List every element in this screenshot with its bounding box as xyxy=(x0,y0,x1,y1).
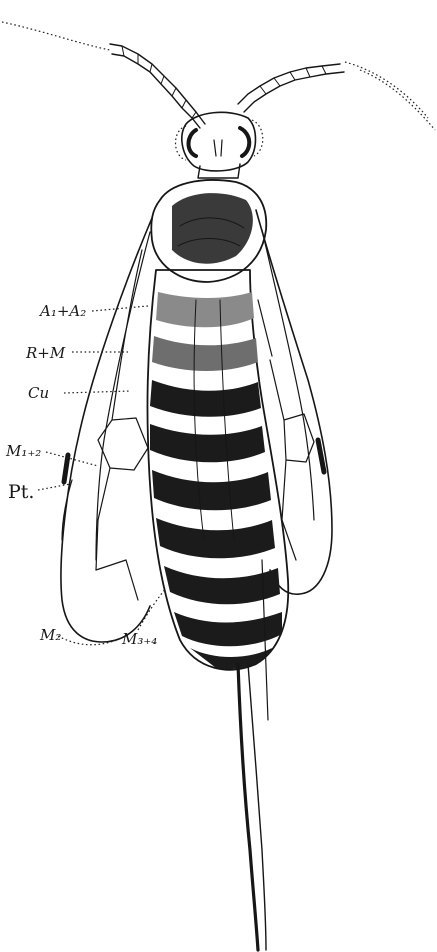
label-a1-a2: A₁+A₂ xyxy=(38,302,86,320)
label-m1-2: M₁₊₂ xyxy=(5,442,41,460)
label-m3-4: M₃₊₄ xyxy=(121,630,157,648)
antenna-right xyxy=(238,62,435,130)
abdomen xyxy=(147,270,288,670)
left-wing xyxy=(61,218,152,642)
label-pt: Pt. xyxy=(8,481,34,503)
thorax xyxy=(151,180,266,282)
antenna-left xyxy=(2,22,205,128)
label-cu: Cu xyxy=(28,384,49,402)
label-r-m: R+M xyxy=(25,344,66,362)
head xyxy=(176,112,263,178)
label-m2: M₂ xyxy=(39,626,61,644)
